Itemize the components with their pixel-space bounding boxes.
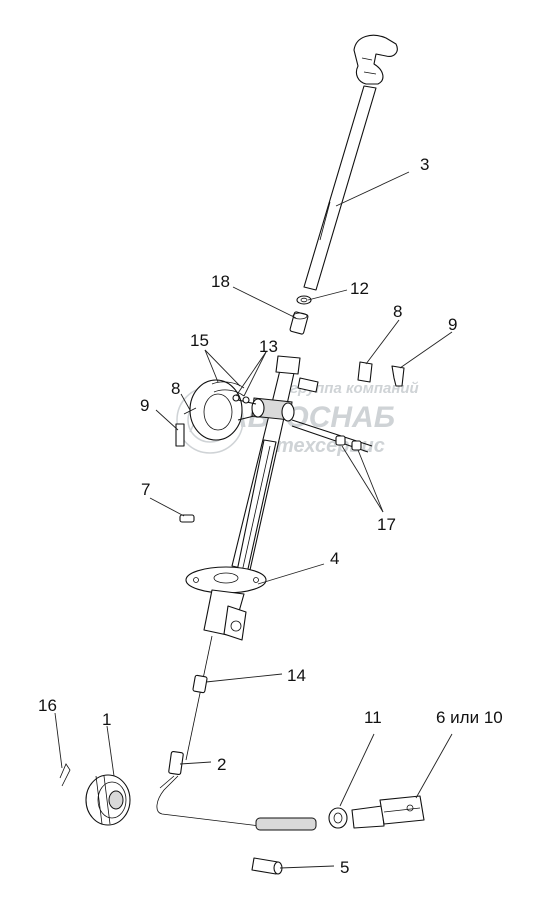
- part-6-10-clevis: [351, 795, 425, 829]
- part-13-nut: [232, 394, 240, 402]
- label-part-14: 14: [287, 666, 306, 685]
- part-2-cable: [156, 750, 317, 831]
- label-part-13: 13: [259, 337, 278, 356]
- part-9-clip-left: [175, 423, 185, 447]
- part-18-bushing: [289, 311, 309, 335]
- part-16-cotter-pin: [59, 763, 71, 787]
- label-part-17: 17: [377, 515, 396, 534]
- label-part-15: 15: [190, 331, 209, 350]
- label-part-8-left: 8: [171, 379, 180, 398]
- label-part-7: 7: [141, 480, 150, 499]
- watermark-line1: группа компаний: [290, 380, 419, 397]
- label-part-9-right: 9: [448, 315, 457, 334]
- part-11-nut: [328, 807, 348, 829]
- part-1-pulley: [85, 774, 131, 826]
- part-8-clip-right: [357, 361, 373, 383]
- label-part-8-right: 8: [393, 302, 402, 321]
- leader-lines: [54, 171, 453, 869]
- callout-labels: 3 18 12 8 9 15 13 8 9 7 17 4 14 16 1 11 …: [38, 155, 503, 877]
- part-8-clip-left: [183, 407, 197, 415]
- label-part-9-left: 9: [140, 396, 149, 415]
- part-12-washer: [296, 295, 312, 305]
- part-17-nut: [335, 435, 346, 446]
- watermark-line2: АВТОСНАБ: [225, 401, 395, 434]
- part-7-pin: [179, 514, 195, 523]
- part-15-links: [211, 381, 245, 389]
- part-3-lever-rod: [303, 34, 398, 291]
- part-14-bushing: [185, 635, 213, 761]
- label-part-4: 4: [330, 549, 339, 568]
- label-part-5: 5: [340, 858, 349, 877]
- label-part-16: 16: [38, 696, 57, 715]
- part-4-flange: [185, 566, 267, 641]
- label-part-11: 11: [364, 708, 382, 727]
- label-part-18: 18: [211, 272, 230, 291]
- label-part-6-10: 6 или 10: [436, 708, 503, 727]
- part-5-sleeve: [251, 857, 283, 875]
- part-column-assembly: [175, 355, 405, 579]
- label-part-2: 2: [217, 755, 226, 774]
- label-part-12: 12: [350, 279, 369, 298]
- part-9-clip-right: [391, 365, 405, 387]
- watermark-line3: техсервис: [276, 435, 385, 457]
- label-part-1: 1: [102, 710, 111, 729]
- label-part-3: 3: [420, 155, 429, 174]
